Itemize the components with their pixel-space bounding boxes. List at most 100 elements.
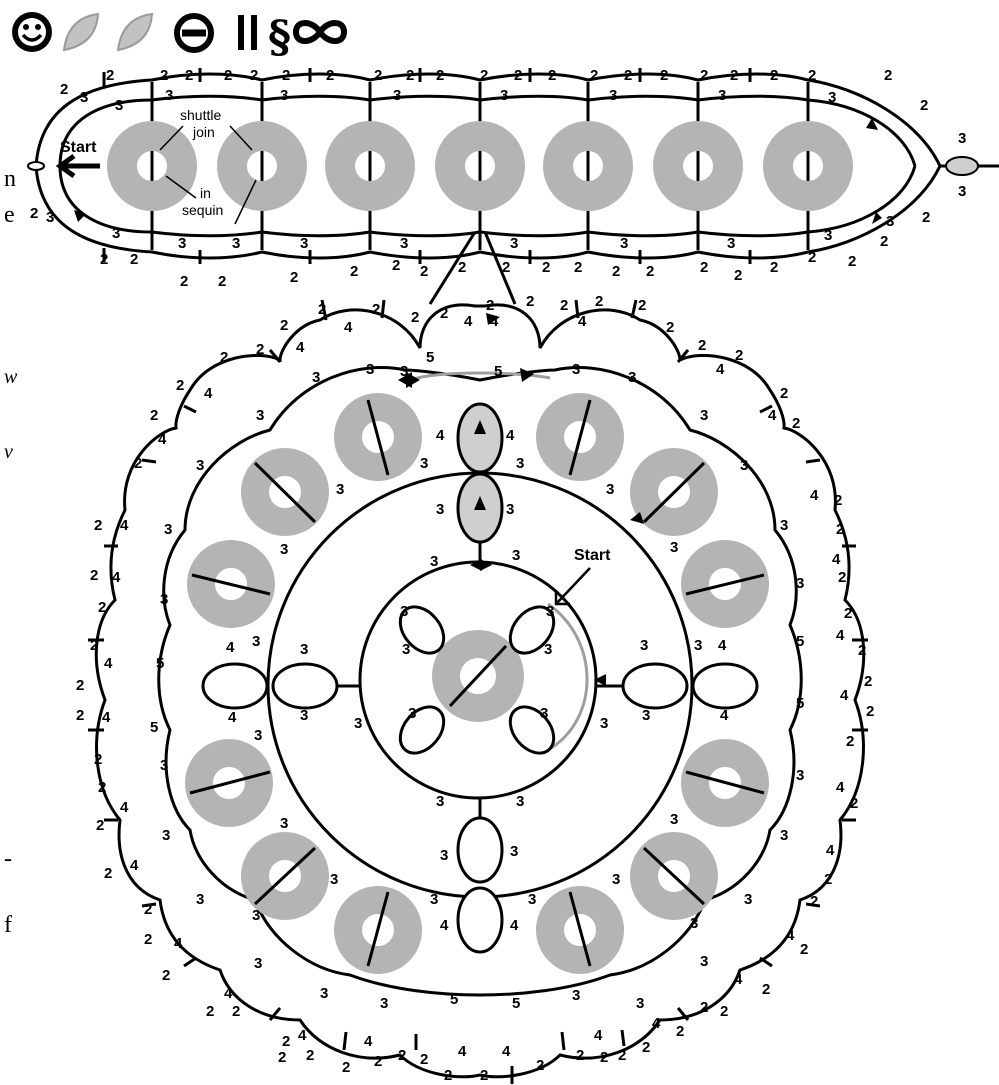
svg-text:2: 2 [848, 253, 856, 270]
svg-text:3: 3 [510, 235, 518, 252]
svg-text:2: 2 [176, 377, 184, 394]
svg-text:2: 2 [698, 337, 706, 354]
svg-text:2: 2 [838, 569, 846, 586]
svg-text:2: 2 [800, 941, 808, 958]
svg-text:4: 4 [112, 569, 121, 586]
svg-text:5: 5 [512, 995, 520, 1012]
svg-text:4: 4 [594, 1027, 603, 1044]
svg-text:4: 4 [228, 709, 237, 726]
svg-text:3: 3 [528, 891, 536, 908]
svg-text:4: 4 [104, 655, 113, 672]
svg-text:3: 3 [600, 715, 608, 732]
svg-text:2: 2 [290, 269, 298, 286]
count-label: 3 [958, 183, 966, 200]
svg-text:4: 4 [364, 1033, 373, 1050]
svg-text:2: 2 [106, 67, 114, 84]
svg-text:4: 4 [578, 313, 587, 330]
svg-text:2: 2 [666, 319, 674, 336]
svg-text:3: 3 [670, 811, 678, 828]
svg-text:2: 2 [278, 1049, 286, 1066]
svg-text:2: 2 [406, 67, 414, 84]
svg-text:3: 3 [312, 369, 320, 386]
svg-text:2: 2 [844, 605, 852, 622]
svg-text:2: 2 [618, 1047, 626, 1064]
svg-text:2: 2 [624, 67, 632, 84]
svg-text:2: 2 [98, 779, 106, 796]
svg-text:2: 2 [76, 707, 84, 724]
svg-text:2: 2 [98, 599, 106, 616]
svg-text:2: 2 [574, 259, 582, 276]
svg-text:2: 2 [282, 67, 290, 84]
start-arrow [60, 156, 100, 176]
text-fragment: e [4, 202, 15, 228]
svg-text:2: 2 [590, 67, 598, 84]
svg-text:2: 2 [846, 733, 854, 750]
svg-text:3: 3 [886, 213, 894, 230]
svg-text:2: 2 [440, 305, 448, 322]
text-fragment: n [4, 166, 16, 192]
svg-text:5: 5 [494, 363, 502, 380]
svg-text:3: 3 [620, 235, 628, 252]
svg-text:2: 2 [780, 385, 788, 402]
svg-text:2: 2 [180, 273, 188, 290]
svg-text:3: 3 [572, 987, 580, 1004]
svg-text:3: 3 [640, 637, 648, 654]
svg-text:2: 2 [420, 263, 428, 280]
svg-text:2: 2 [144, 931, 152, 948]
svg-text:2: 2 [306, 1047, 314, 1064]
svg-text:2: 2 [256, 341, 264, 358]
svg-text:2: 2 [700, 999, 708, 1016]
svg-text:3: 3 [436, 501, 444, 518]
svg-text:3: 3 [780, 827, 788, 844]
svg-text:3: 3 [300, 641, 308, 658]
svg-text:2: 2 [30, 205, 38, 222]
svg-text:3: 3 [252, 633, 260, 650]
svg-text:2: 2 [642, 1039, 650, 1056]
svg-text:2: 2 [160, 67, 168, 84]
svg-text:2: 2 [858, 642, 866, 659]
svg-text:2: 2 [486, 297, 494, 314]
svg-text:3: 3 [780, 517, 788, 534]
svg-text:2: 2 [480, 67, 488, 84]
svg-text:4: 4 [224, 985, 233, 1002]
svg-text:4: 4 [652, 1015, 661, 1032]
svg-text:2: 2 [220, 349, 228, 366]
svg-text:3: 3 [642, 707, 650, 724]
svg-text:3: 3 [354, 715, 362, 732]
svg-text:2: 2 [792, 415, 800, 432]
svg-text:3: 3 [393, 87, 401, 104]
in-sequin-label: in [200, 185, 211, 201]
svg-text:3: 3 [196, 457, 204, 474]
svg-text:2: 2 [922, 209, 930, 226]
svg-text:5: 5 [796, 633, 804, 650]
svg-text:3: 3 [718, 87, 726, 104]
svg-text:3: 3 [824, 227, 832, 244]
svg-text:3: 3 [254, 955, 262, 972]
leaf-icon [64, 14, 98, 50]
svg-text:2: 2 [392, 257, 400, 274]
svg-text:3: 3 [280, 87, 288, 104]
chain-start-label: Start [60, 139, 97, 156]
inner-rings [203, 404, 757, 952]
count-label: 3 [958, 130, 966, 147]
svg-text:2: 2 [250, 67, 258, 84]
svg-text:2: 2 [720, 1003, 728, 1020]
svg-text:3: 3 [670, 539, 678, 556]
svg-text:2: 2 [526, 293, 534, 310]
svg-text:2: 2 [638, 297, 646, 314]
svg-text:3: 3 [628, 369, 636, 386]
svg-text:3: 3 [256, 407, 264, 424]
svg-text:4: 4 [832, 551, 841, 568]
svg-text:3: 3 [280, 815, 288, 832]
svg-text:3: 3 [690, 915, 698, 932]
svg-text:2: 2 [436, 67, 444, 84]
svg-text:3: 3 [430, 891, 438, 908]
svg-text:4: 4 [440, 917, 449, 934]
svg-text:2: 2 [700, 259, 708, 276]
svg-text:2: 2 [735, 347, 743, 364]
svg-text:4: 4 [174, 935, 183, 952]
section-icon: § [268, 12, 291, 63]
svg-text:2: 2 [810, 893, 818, 910]
svg-text:2: 2 [374, 1053, 382, 1070]
svg-text:2: 2 [612, 263, 620, 280]
